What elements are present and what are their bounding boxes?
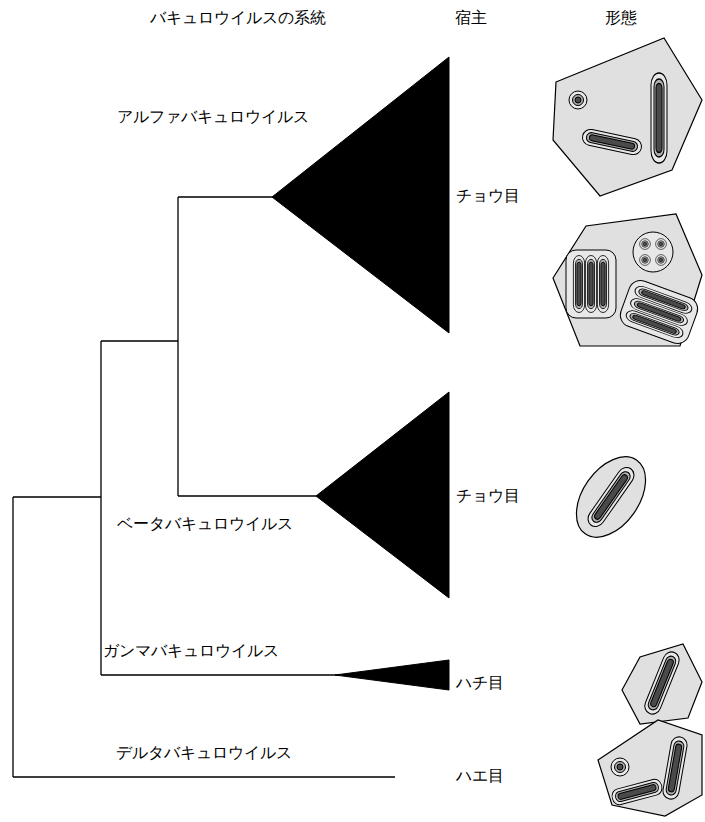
virion [573, 256, 584, 313]
virion [611, 758, 629, 776]
tree-branch [178, 197, 318, 496]
host-label: チョウ目 [456, 186, 520, 205]
column-header: バキュロウイルスの系統 [150, 8, 326, 27]
occlusion-body-beta [562, 444, 659, 550]
clade-label: ガンマバキュロウイルス [103, 641, 279, 660]
virion [656, 239, 667, 250]
polyhedron [598, 720, 702, 816]
virion [585, 464, 638, 530]
clade-triangle [272, 57, 449, 333]
host-label: ハエ目 [456, 766, 504, 785]
occlusion-body-alpha-1 [553, 38, 702, 196]
tree-branch [101, 341, 340, 675]
virion [581, 128, 643, 156]
occlusion-body-delta [598, 720, 702, 816]
virion [642, 649, 682, 716]
virion [656, 255, 667, 266]
virion-bundle [617, 277, 701, 347]
occlusion-body-gamma [622, 644, 702, 724]
clade-label: ベータバキュロウイルス [117, 514, 293, 533]
virion [651, 73, 667, 163]
polyhedron [622, 644, 702, 724]
polyhedron [553, 38, 702, 196]
virion [662, 736, 689, 801]
clade-triangles [272, 57, 449, 690]
virion [640, 239, 651, 250]
virion-bundle [566, 250, 616, 318]
virion [585, 256, 596, 313]
clade-label: アルファバキュロウイルス [117, 107, 309, 126]
clade-label: デルタバキュロウイルス [116, 743, 292, 762]
virion [597, 256, 608, 313]
column-header: 宿主 [455, 8, 487, 27]
occlusion-body-alpha-2 [553, 214, 702, 347]
column-header: 形態 [605, 8, 637, 27]
clade-triangle [316, 392, 449, 598]
granule [562, 444, 659, 550]
tree-branch [13, 497, 395, 777]
virion-bundle [633, 232, 673, 272]
host-label: チョウ目 [456, 486, 520, 505]
clade-triangle [335, 660, 449, 690]
host-label: ハチ目 [456, 673, 504, 692]
virion [640, 255, 651, 266]
polyhedron [553, 214, 702, 346]
virion [569, 91, 587, 109]
virion [610, 778, 663, 807]
